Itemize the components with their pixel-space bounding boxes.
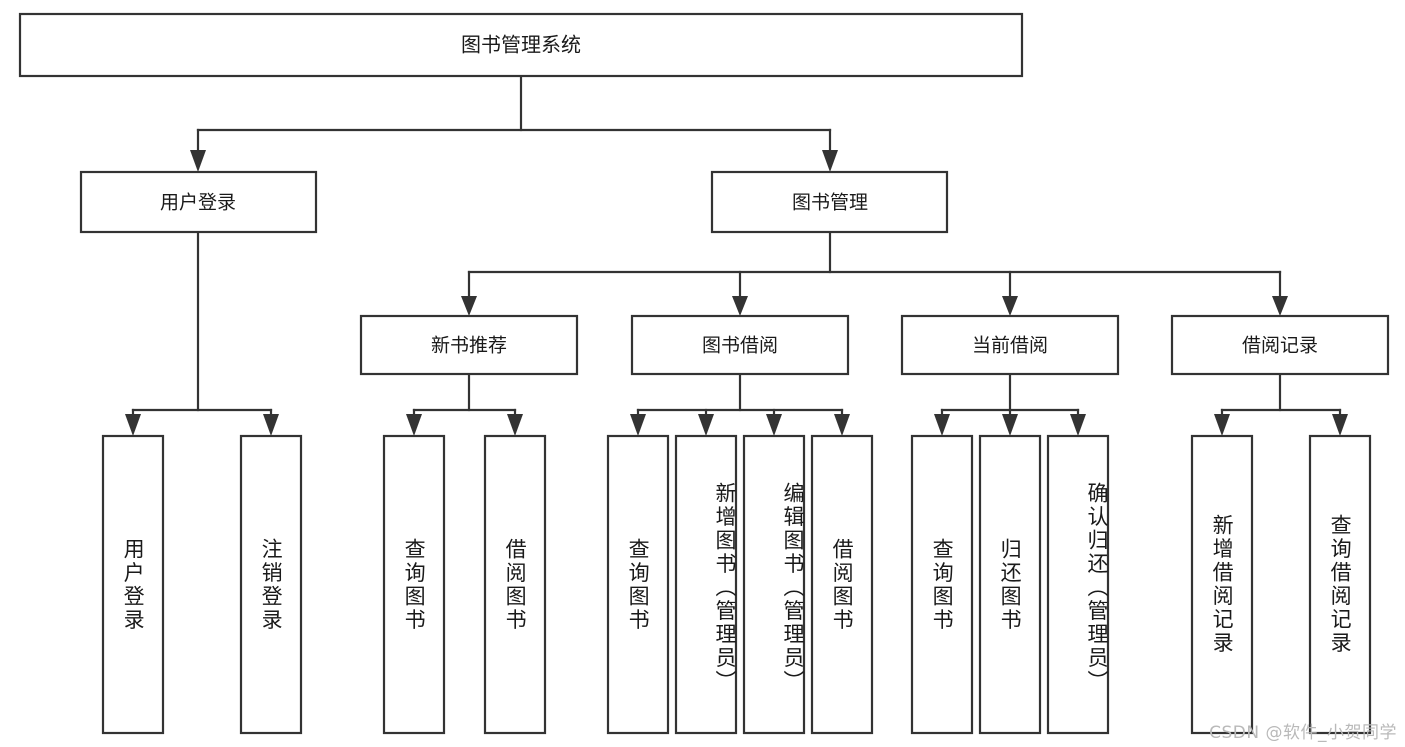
arrow-root-to-user-login-icon — [190, 150, 206, 172]
arrow-user-login-leaf-1-icon — [263, 414, 279, 436]
node-root[interactable]: 图书管理系统 — [18, 12, 1024, 78]
arrow-current-borrow-leaf-0-icon — [934, 414, 950, 436]
node-book-management-box[interactable] — [710, 170, 949, 234]
leaf-boxes-current-borrow — [910, 434, 1110, 735]
connector-group-user-login — [125, 230, 279, 436]
arrow-book-borrow-leaf-2-icon — [766, 414, 782, 436]
node-book-management[interactable]: 图书管理 — [710, 170, 949, 234]
leaf-boxes-book-borrow — [606, 434, 874, 735]
arrow-book-borrow-leaf-3-icon — [834, 414, 850, 436]
leaf-box-user-login-0[interactable] — [101, 434, 165, 735]
node-user-login-box[interactable] — [79, 170, 318, 234]
arrow-root-to-book-mgmt-icon — [822, 150, 838, 172]
connector-group-book-mgmt — [461, 230, 1288, 316]
node-current-borrow[interactable]: 当前借阅 — [900, 314, 1120, 376]
connector-group-root — [190, 74, 838, 172]
node-book-borrow-box[interactable] — [630, 314, 850, 376]
arrow-current-borrow-leaf-1-icon — [1002, 414, 1018, 436]
node-book-management-label: 图书管理 — [792, 192, 868, 214]
node-root-box[interactable] — [18, 12, 1024, 78]
leaf-box-borrow-record-0[interactable] — [1190, 434, 1254, 735]
node-book-borrow[interactable]: 图书借阅 — [630, 314, 850, 376]
leaf-boxes-new-book-recommend — [382, 434, 547, 735]
leaf-box-new-book-0[interactable] — [382, 434, 446, 735]
node-book-borrow-label: 图书借阅 — [702, 335, 778, 357]
node-new-book-recommend-box[interactable] — [359, 314, 579, 376]
node-borrow-record-box[interactable] — [1170, 314, 1390, 376]
arrow-to-new-book-icon — [461, 296, 477, 316]
node-current-borrow-box[interactable] — [900, 314, 1120, 376]
node-user-login-label: 用户登录 — [160, 192, 236, 214]
leaf-box-current-borrow-0[interactable] — [910, 434, 974, 735]
arrow-book-borrow-leaf-0-icon — [630, 414, 646, 436]
arrow-borrow-record-leaf-0-icon — [1214, 414, 1230, 436]
arrow-book-borrow-leaf-1-icon — [698, 414, 714, 436]
leaf-boxes-borrow-record — [1190, 434, 1372, 735]
leaf-box-book-borrow-0[interactable] — [606, 434, 670, 735]
leaf-box-borrow-record-1[interactable] — [1308, 434, 1372, 735]
leaf-box-current-borrow-1[interactable] — [978, 434, 1042, 735]
arrow-current-borrow-leaf-2-icon — [1070, 414, 1086, 436]
arrow-to-borrow-record-icon — [1272, 296, 1288, 316]
leaf-box-book-borrow-3[interactable] — [810, 434, 874, 735]
leaf-box-current-borrow-2[interactable] — [1046, 434, 1110, 735]
arrow-user-login-leaf-0-icon — [125, 414, 141, 436]
leaf-box-new-book-1[interactable] — [483, 434, 547, 735]
arrow-new-book-leaf-0-icon — [406, 414, 422, 436]
arrow-to-book-borrow-icon — [732, 296, 748, 316]
leaf-box-book-borrow-2[interactable] — [742, 434, 806, 735]
csdn-watermark: CSDN @软件_小贺同学 — [1209, 723, 1397, 743]
connector-group-new-book — [406, 372, 523, 436]
connector-group-book-borrow — [630, 372, 850, 436]
connector-group-borrow-record — [1214, 372, 1348, 436]
node-user-login[interactable]: 用户登录 — [79, 170, 318, 234]
node-new-book-recommend[interactable]: 新书推荐 — [359, 314, 579, 376]
node-borrow-record-label: 借阅记录 — [1242, 335, 1318, 357]
node-root-label: 图书管理系统 — [461, 33, 581, 57]
node-new-book-recommend-label: 新书推荐 — [431, 335, 507, 357]
arrow-borrow-record-leaf-1-icon — [1332, 414, 1348, 436]
node-current-borrow-label: 当前借阅 — [972, 335, 1048, 357]
node-borrow-record[interactable]: 借阅记录 — [1170, 314, 1390, 376]
arrow-new-book-leaf-1-icon — [507, 414, 523, 436]
arrow-to-current-borrow-icon — [1002, 296, 1018, 316]
leaf-box-book-borrow-1[interactable] — [674, 434, 738, 735]
leaf-boxes-user-login — [101, 434, 303, 735]
connector-group-current-borrow — [934, 372, 1086, 436]
leaf-box-user-login-1[interactable] — [239, 434, 303, 735]
